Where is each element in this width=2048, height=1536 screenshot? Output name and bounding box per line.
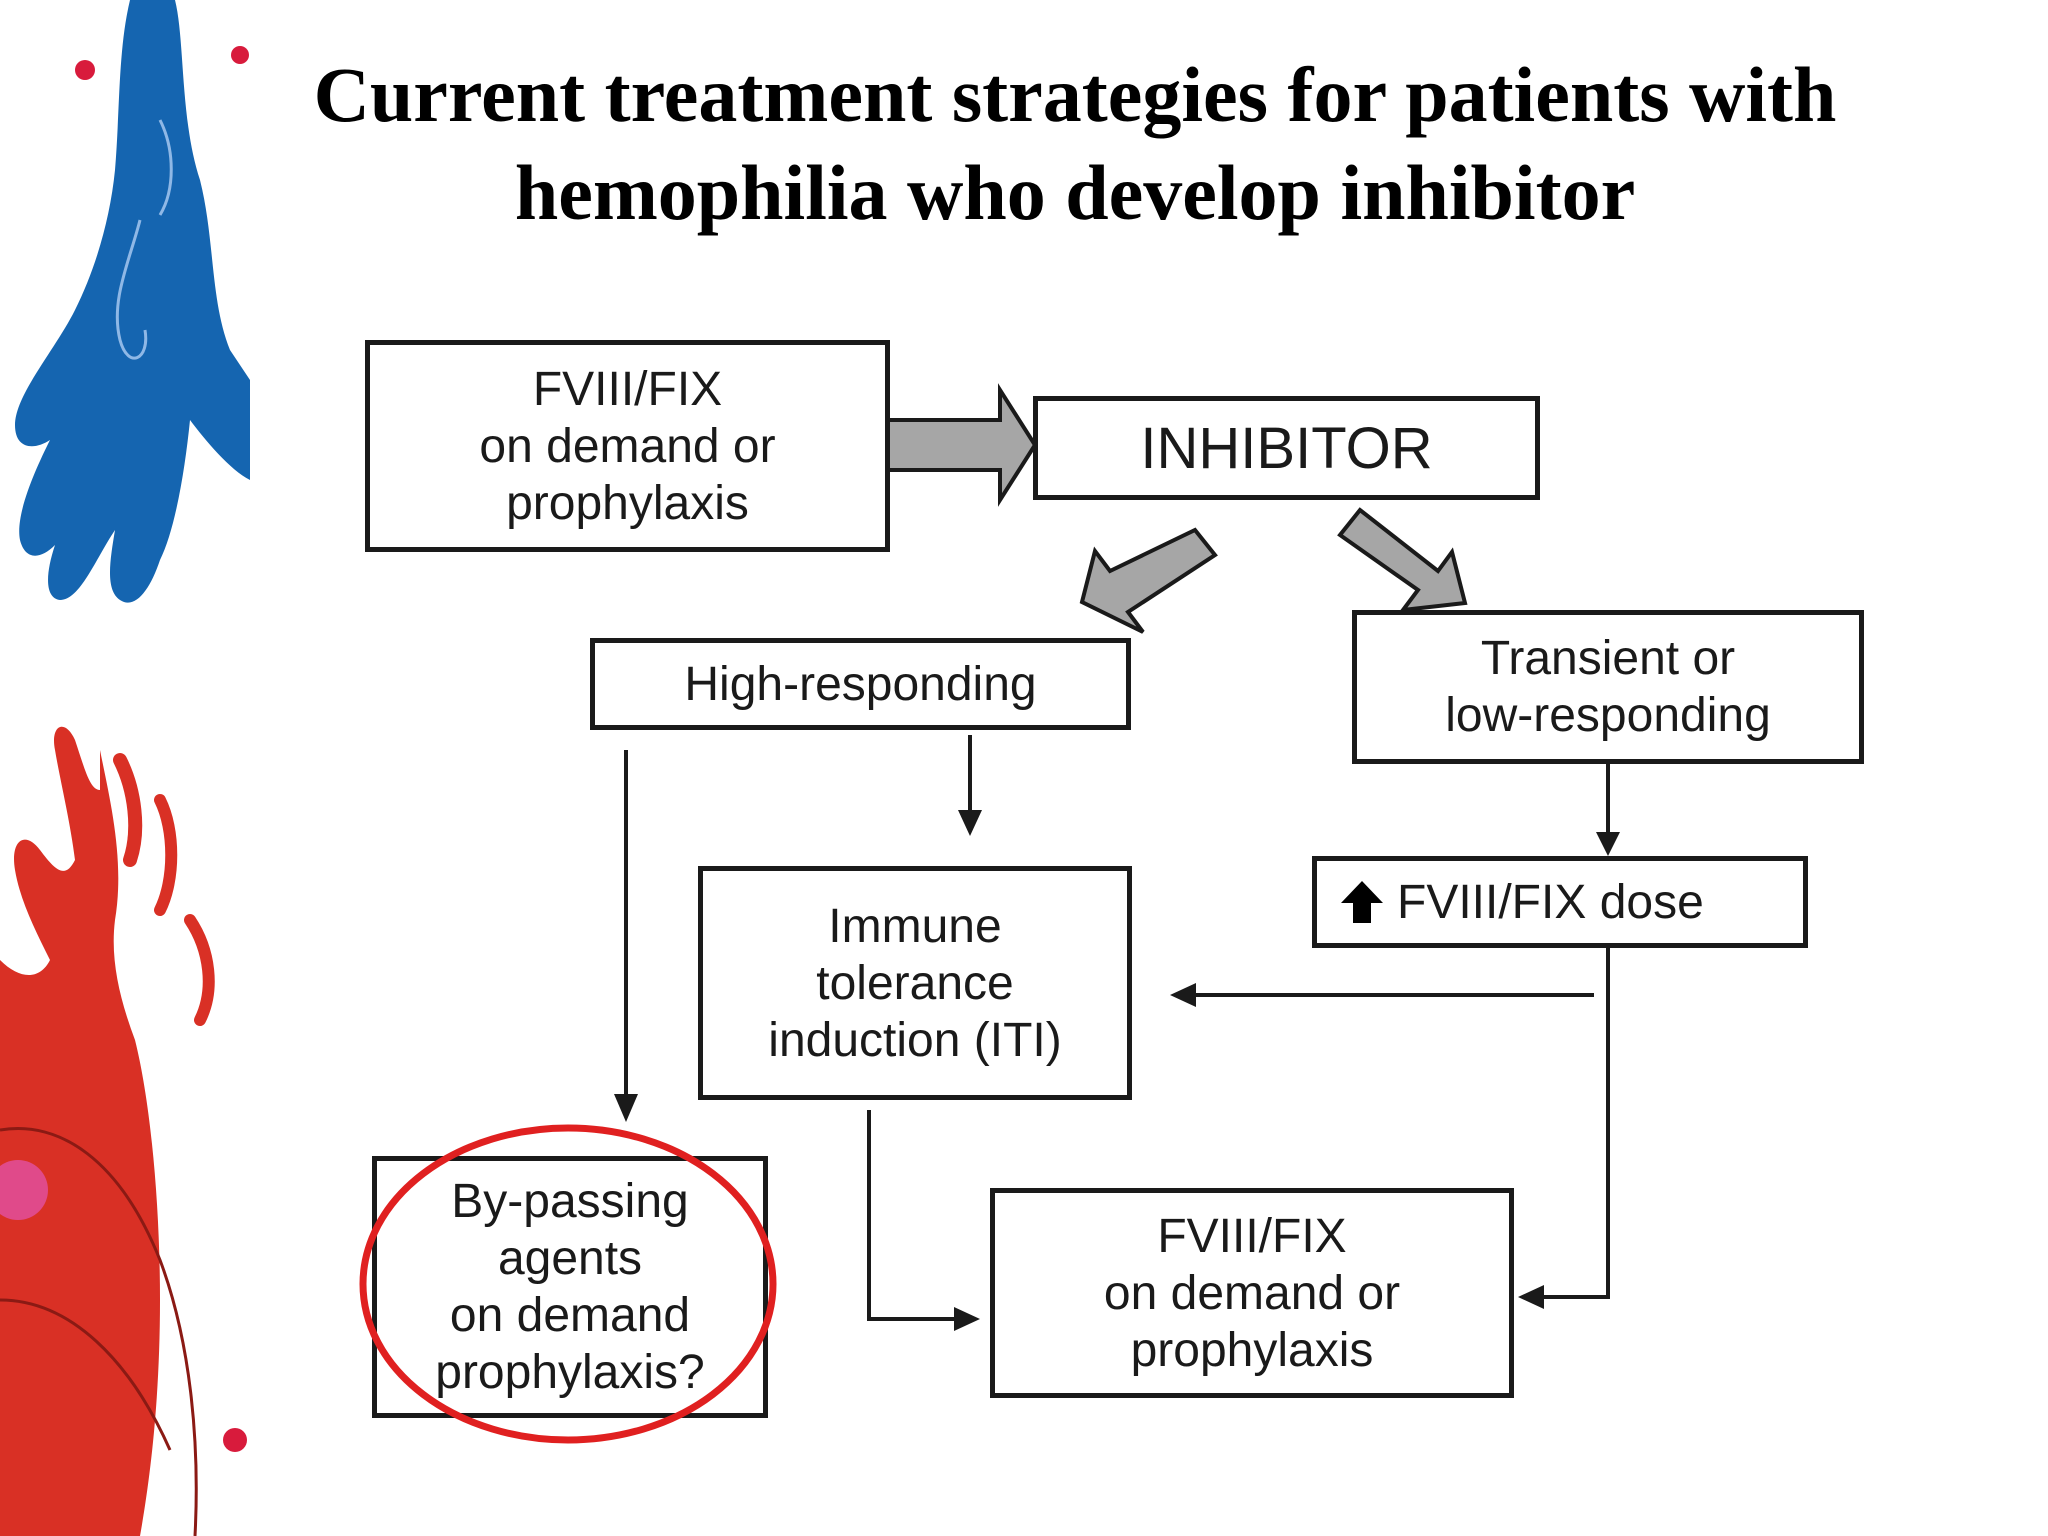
end-box-line-1: FVIII/FIX (1157, 1209, 1347, 1263)
block-arrow-down-right (1337, 507, 1468, 613)
title-line-1: Current treatment strategies for patient… (313, 51, 1837, 138)
bypassing-line-1: By-passing (451, 1175, 689, 1228)
connector-dose-to-end (1540, 948, 1610, 1299)
end-therapy-box: FVIII/FIX on demand or prophylaxis (990, 1188, 1514, 1398)
title-line-2: hemophilia who develop inhibitor (514, 149, 1636, 236)
dose-label: FVIII/FIX dose (1397, 875, 1704, 929)
end-box-line-3: prophylaxis (1130, 1323, 1374, 1377)
block-arrow-right (886, 383, 1038, 507)
up-arrow-icon (1341, 881, 1383, 923)
low-responding-line-1: Transient or (1480, 632, 1736, 685)
low-responding-line-2: low-responding (1445, 689, 1771, 742)
start-box-line-2: on demand or (479, 419, 776, 473)
iti-line-3: induction (ITI) (768, 1013, 1062, 1067)
bypassing-line-4: prophylaxis? (435, 1346, 705, 1399)
start-therapy-box: FVIII/FIX on demand or prophylaxis (365, 340, 890, 552)
high-responding-label: High-responding (684, 657, 1037, 711)
blue-hand-icon (15, 0, 250, 603)
arrowhead-iti-from-dose (1170, 983, 1196, 1007)
end-box-line-2: on demand or (1103, 1266, 1401, 1320)
connector-iti-to-end (867, 1110, 958, 1321)
start-box-line-3: prophylaxis (506, 476, 749, 530)
slide-title: Current treatment strategies for patient… (250, 46, 1900, 242)
arrowhead-iti (958, 810, 982, 836)
iti-line-1: Immune (828, 899, 1002, 953)
arrowhead-end-from-dose (1518, 1285, 1544, 1309)
arrowhead-end-from-iti (954, 1307, 980, 1331)
inhibitor-label: INHIBITOR (1140, 415, 1433, 481)
arrowhead-bypassing (614, 1094, 638, 1122)
high-responding-box: High-responding (590, 638, 1131, 730)
bypassing-line-3: on demand (449, 1289, 691, 1342)
block-arrow-down-left (1079, 527, 1218, 634)
increase-dose-box: FVIII/FIX dose (1312, 856, 1808, 948)
iti-box: Immune tolerance induction (ITI) (698, 866, 1132, 1100)
start-box-line-1: FVIII/FIX (532, 362, 723, 416)
iti-line-2: tolerance (816, 956, 1014, 1010)
inhibitor-box: INHIBITOR (1033, 396, 1540, 500)
bypassing-agents-box: By-passing agents on demand prophylaxis? (372, 1156, 768, 1418)
arrowhead-dose (1596, 832, 1620, 856)
low-responding-box: Transient or low-responding (1352, 610, 1864, 764)
red-hand-icon (0, 726, 247, 1536)
decorative-hands-art (0, 0, 250, 1536)
bypassing-line-2: agents (497, 1232, 643, 1285)
